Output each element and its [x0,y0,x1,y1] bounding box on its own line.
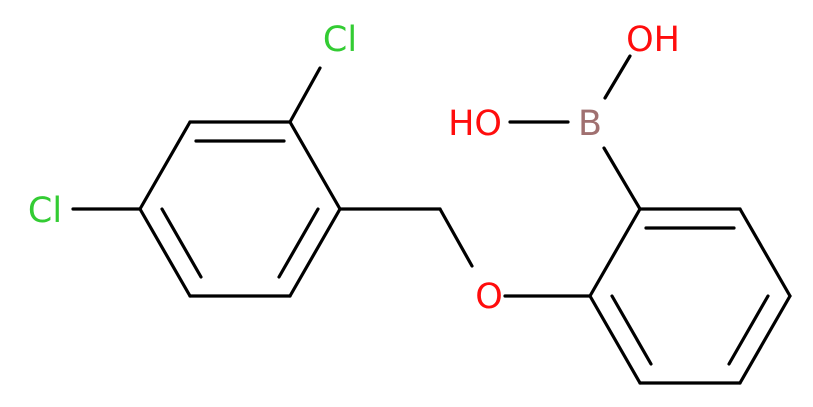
bonds [71,54,792,385]
bond [288,120,342,211]
bond [738,294,792,385]
bond [738,207,792,298]
double-bond-inner [277,207,320,279]
bond-ch2-o [438,207,474,268]
chlorine-label-top: Cl [323,20,357,60]
double-bond-inner [160,207,203,279]
bond [588,294,642,385]
bond-c-b [602,146,642,211]
hydroxyl-label-top: OH [626,20,680,60]
chlorine-label-left: Cl [28,191,62,231]
bond-b-oh-top [603,54,632,100]
ether-oxygen-label: O [475,277,503,317]
atom-labels: Cl Cl OH HO B O [28,20,680,317]
bond [138,120,192,211]
bond [588,207,642,298]
boron-label: B [578,104,602,144]
bond [288,207,342,298]
double-bond-inner [727,294,770,366]
bond-c-cl-top [288,66,322,124]
hydroxyl-label-left: HO [448,104,502,144]
double-bond-inner [610,294,653,366]
bond [138,207,192,298]
